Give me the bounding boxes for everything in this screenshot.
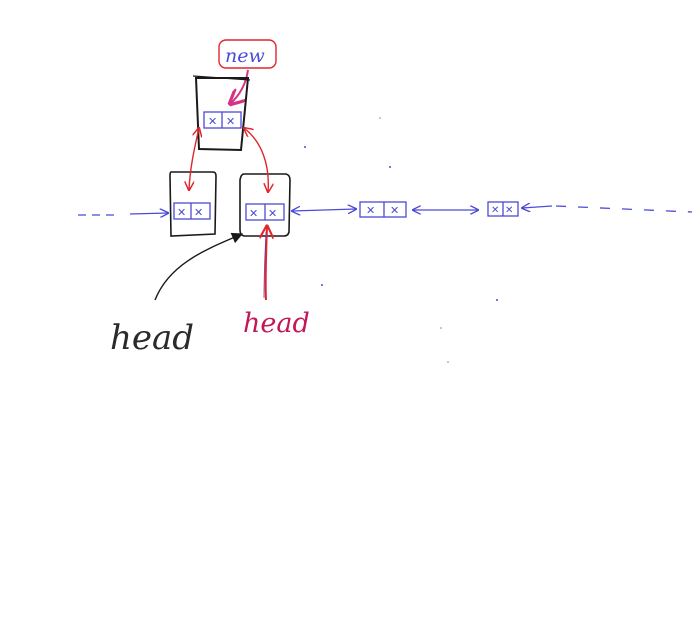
head-new-pointer-overstroke: [263, 231, 267, 299]
ink-dot: [447, 361, 449, 363]
new-label-box: [218, 39, 277, 69]
link-new-head: [244, 128, 268, 192]
head-new-label: head: [243, 308, 310, 339]
ink-dot: [321, 284, 323, 286]
ink-dot: [304, 146, 306, 148]
outgoing-arrow: [522, 206, 553, 208]
node-3-next-mark: ✕: [390, 204, 399, 217]
prev-node-cell: [173, 202, 211, 220]
new-label: new: [225, 45, 265, 67]
outgoing-dashed-line: [555, 205, 693, 213]
new-label-group: new: [218, 39, 277, 69]
new-node-prev-mark: ✕: [208, 115, 217, 128]
prev-node-frame: [169, 171, 217, 237]
prev-node-prev-mark: ✕: [177, 206, 186, 219]
link-new-prev: [189, 128, 199, 190]
node-4-prev-mark: ✕: [491, 205, 499, 216]
head-old-label: head: [110, 318, 194, 358]
new-node-next-mark: ✕: [226, 115, 235, 128]
head-node-prev-mark: ✕: [249, 207, 258, 220]
head-node-frame: [239, 173, 291, 237]
incoming-arrow: [129, 213, 168, 214]
prev-node-next-mark: ✕: [194, 206, 203, 219]
node-4: ✕ ✕: [487, 201, 519, 217]
head-new-pointer: [266, 226, 267, 301]
node-3: ✕ ✕: [359, 201, 407, 218]
node-4-next-mark: ✕: [505, 205, 513, 216]
prev-node: ✕ ✕: [169, 171, 217, 237]
new-node: ✕ ✕: [192, 75, 251, 152]
node-3-prev-mark: ✕: [366, 204, 375, 217]
head-old-pointer: [154, 232, 244, 301]
ink-dot: [389, 166, 391, 168]
new-node-frame: [194, 77, 250, 152]
node-3-cell: [359, 201, 407, 218]
new-pointer-arrow: [230, 69, 249, 104]
head-node-next-mark: ✕: [268, 207, 277, 220]
ink-dot: [440, 327, 442, 329]
link-head-node3: [292, 209, 356, 211]
new-node-frame-stroke2: [192, 75, 251, 81]
ink-dot: [379, 117, 381, 119]
ink-dot: [496, 299, 498, 301]
head-node: ✕ ✕: [239, 173, 291, 237]
